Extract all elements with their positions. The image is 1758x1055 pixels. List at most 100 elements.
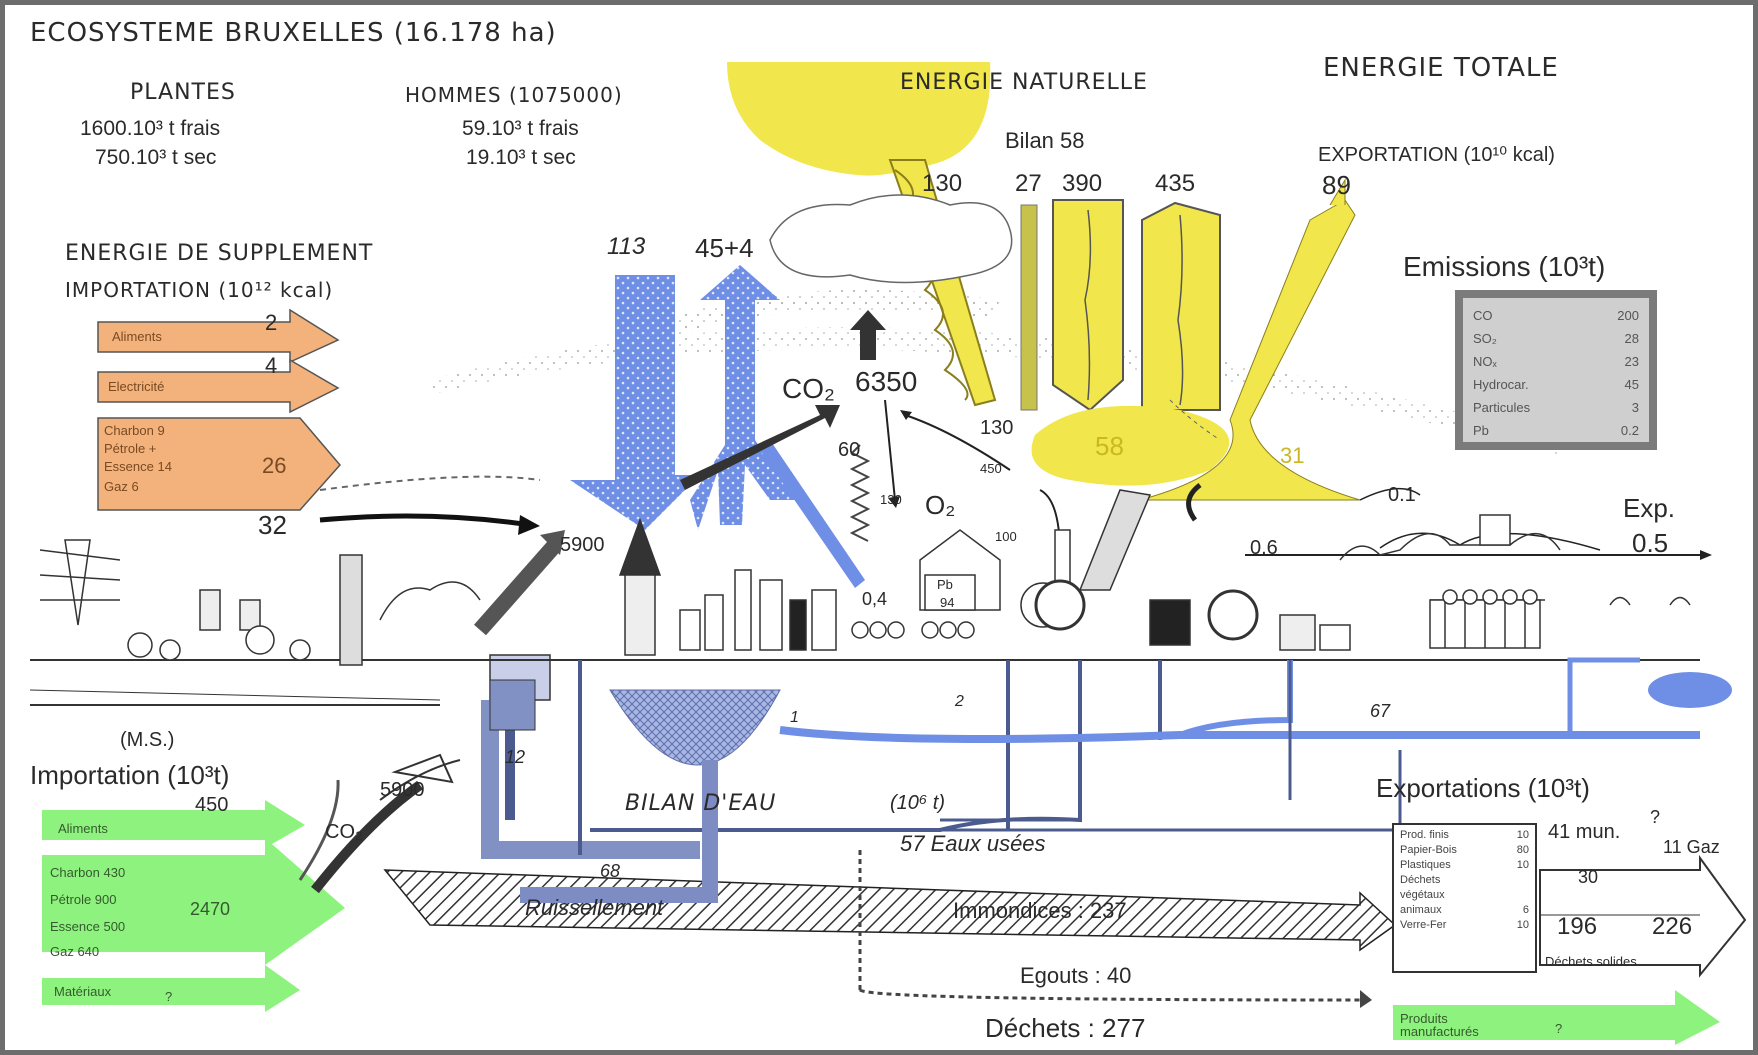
city-skyline [29,489,1700,706]
sun-shape [727,62,991,176]
exports-products-value: ? [1555,1021,1563,1036]
block-390 [1052,199,1124,412]
water-12: 12 [505,747,526,767]
orange-fuel-line-3: Essence 14 [104,459,172,474]
export-channel [1139,199,1361,501]
flow-01: 0.1 [1388,484,1416,506]
green-arrow-products [1393,990,1720,1045]
natural-energy-label: ENERGIE NATURELLE [900,70,1148,95]
exports-title: Exportations (10³t) [1376,773,1590,803]
import-fuel-line-1: Charbon 430 [50,865,126,880]
total-energy-export-label: EXPORTATION (10¹⁰ kcal) [1318,144,1555,166]
water-runoff-label: Ruissellement [525,895,664,920]
import-materials-value: ? [165,989,173,1004]
import-food-label: Aliments [58,821,108,836]
waste-total-label: Déchets : 277 [985,1013,1146,1043]
import-fuel-line-3: Essence 500 [50,919,126,934]
exp-value: 0.5 [1632,528,1669,558]
exports-solid-label: Déchets solides [1545,954,1637,969]
import-ms-label: (M.S.) [120,729,175,751]
flow-06: 0.6 [1250,537,1278,559]
atmosphere-band [430,327,1560,455]
arrow-5900 [474,539,561,636]
co2-value: 6350 [855,366,918,397]
flow-100: 100 [995,529,1017,544]
supplement-subtitle: IMPORTATION (10¹² kcal) [65,278,334,302]
exports-mun: 41 mun. [1548,821,1621,843]
o2-label: O₂ [925,490,956,520]
pb-label: Pb [937,577,953,592]
plants-dry: 750.10³ t sec [95,146,217,169]
green-arrow-fuel [42,838,345,965]
natural-energy-130: 130 [922,170,963,197]
orange-fuel-line-4: Gaz 6 [104,479,139,494]
import-fuel-value: 2470 [190,899,231,919]
humans-fresh: 59.10³ t frais [462,117,579,140]
orange-aliments-value: 2 [265,310,278,335]
water-2: 2 [955,693,964,710]
green-arrow-aliments [42,800,305,848]
supplement-total: 32 [258,510,287,540]
emissions-title: Emissions (10³t) [1403,251,1606,282]
supplement-title: ENERGIE DE SUPPLEMENT [65,241,374,266]
flow-down-value: 113 [607,233,646,260]
natural-energy-bottom: 130 [980,417,1014,439]
orange-fuel-line-1: Charbon 9 [104,423,165,438]
orange-electricite-value: 4 [265,353,278,378]
plants-fresh: 1600.10³ t frais [80,117,221,140]
cloud [769,194,1013,284]
exports-gaz: 11 Gaz [1663,837,1720,857]
plants-label: PLANTES [130,80,236,105]
total-energy-export-value: 89 [1322,170,1351,200]
exports-solid-left: 196 [1557,913,1598,940]
water-system [481,657,1732,903]
import-co2-label: CO₂ [325,821,363,843]
import-fuel-line-4: Gaz 640 [50,944,100,959]
exports-products-label: Produits manufacturés [1400,1011,1479,1039]
exports-row: Déchets [1400,874,1441,886]
import-co2-value: 5900 [380,779,425,801]
pool-58-label: 58 [1095,431,1124,461]
flow-130-small: 130 [880,492,902,507]
natural-energy-435: 435 [1155,170,1196,197]
pool-58 [1031,405,1230,486]
humans-label: HOMMES (1075000) [405,83,623,107]
water-balance-label: BILAN D'EAU [625,791,777,816]
orange-electricite-label: Electricité [108,379,165,394]
import-food-value: 450 [195,794,229,816]
city-value: 5900 [560,534,605,556]
co2-label: CO₂ [782,373,835,404]
humans-dry: 19.10³ t sec [466,146,576,169]
water-67: 67 [1370,701,1391,721]
import-materials-label: Matériaux [54,984,112,999]
exports-30: 30 [1578,867,1599,887]
pb-value: 94 [940,595,955,610]
arrow-32 [319,513,531,528]
emissions-row: Hydrocar.45 [1473,377,1639,392]
import-title: Importation (10³t) [30,760,230,790]
up-arrow-6350 [850,310,886,360]
flow-450: 450 [980,461,1002,476]
waste-refuse-label: Immondices : 237 [953,898,1127,923]
exp-label: Exp. [1623,493,1676,523]
blue-arrow-down [570,275,700,530]
orange-fuel-value: 26 [262,453,287,478]
orange-arrow-aliments [97,308,340,364]
water-waste-label: 57 Eaux usées [900,831,1046,856]
exports-row: végétaux [1400,889,1445,901]
total-energy-label: ENERGIE TOTALE [1323,53,1559,83]
co2-arrow [680,405,840,490]
orange-arrow-electricite [97,358,340,414]
natural-energy-390: 390 [1062,170,1103,197]
